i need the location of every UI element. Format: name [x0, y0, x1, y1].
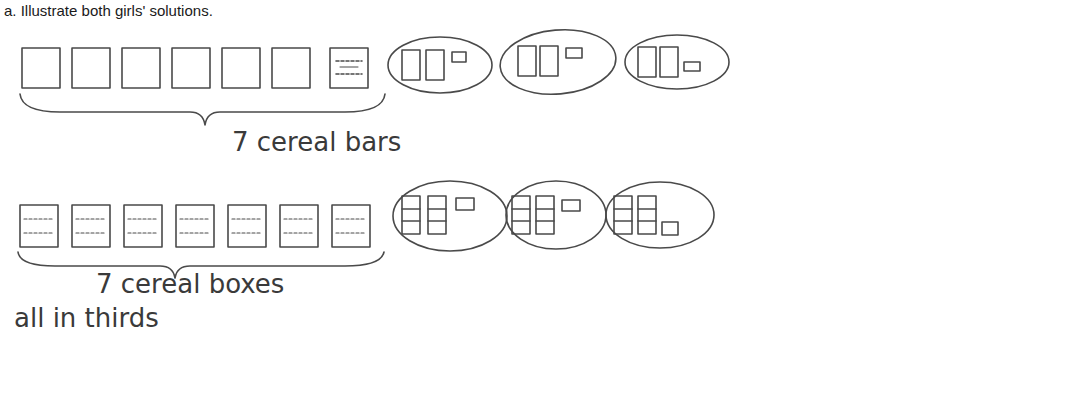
handwritten-note: 7 cereal boxes all in thirds [14, 268, 314, 336]
handwritten-note: 7 cereal bars [232, 126, 492, 160]
cereal-boxes [20, 205, 370, 247]
brace [20, 94, 385, 125]
question-heading: a. Illustrate both girls' solutions. [4, 2, 424, 19]
cereal-bars [22, 48, 368, 88]
bar-groups [388, 25, 729, 99]
box-groups [393, 181, 714, 251]
